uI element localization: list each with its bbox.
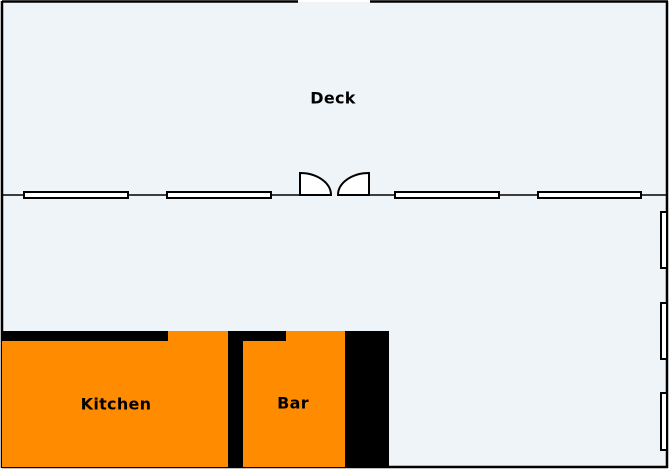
kitchen-top-wall — [2, 331, 168, 341]
window — [23, 191, 129, 199]
door-opening — [300, 193, 369, 197]
window — [660, 392, 668, 451]
bar-top-opening — [286, 331, 345, 341]
bar-label: Bar — [277, 393, 309, 413]
kitchen-label: Kitchen — [80, 394, 152, 414]
bar-top-wall — [243, 331, 286, 341]
right-wall-windows — [660, 211, 668, 451]
bar-right-counter — [345, 331, 389, 467]
kitchen-bar-wall — [228, 331, 243, 467]
window — [660, 302, 668, 360]
double-door — [299, 171, 370, 196]
deck-label: Deck — [310, 88, 356, 108]
kitchen-room — [2, 331, 228, 467]
door-leaf-right — [336, 171, 370, 196]
door-leaf-left — [299, 171, 333, 196]
deck-windows — [23, 191, 642, 199]
window — [394, 191, 500, 199]
window — [537, 191, 642, 199]
window — [166, 191, 272, 199]
bar-room — [243, 341, 345, 467]
window — [660, 211, 668, 269]
